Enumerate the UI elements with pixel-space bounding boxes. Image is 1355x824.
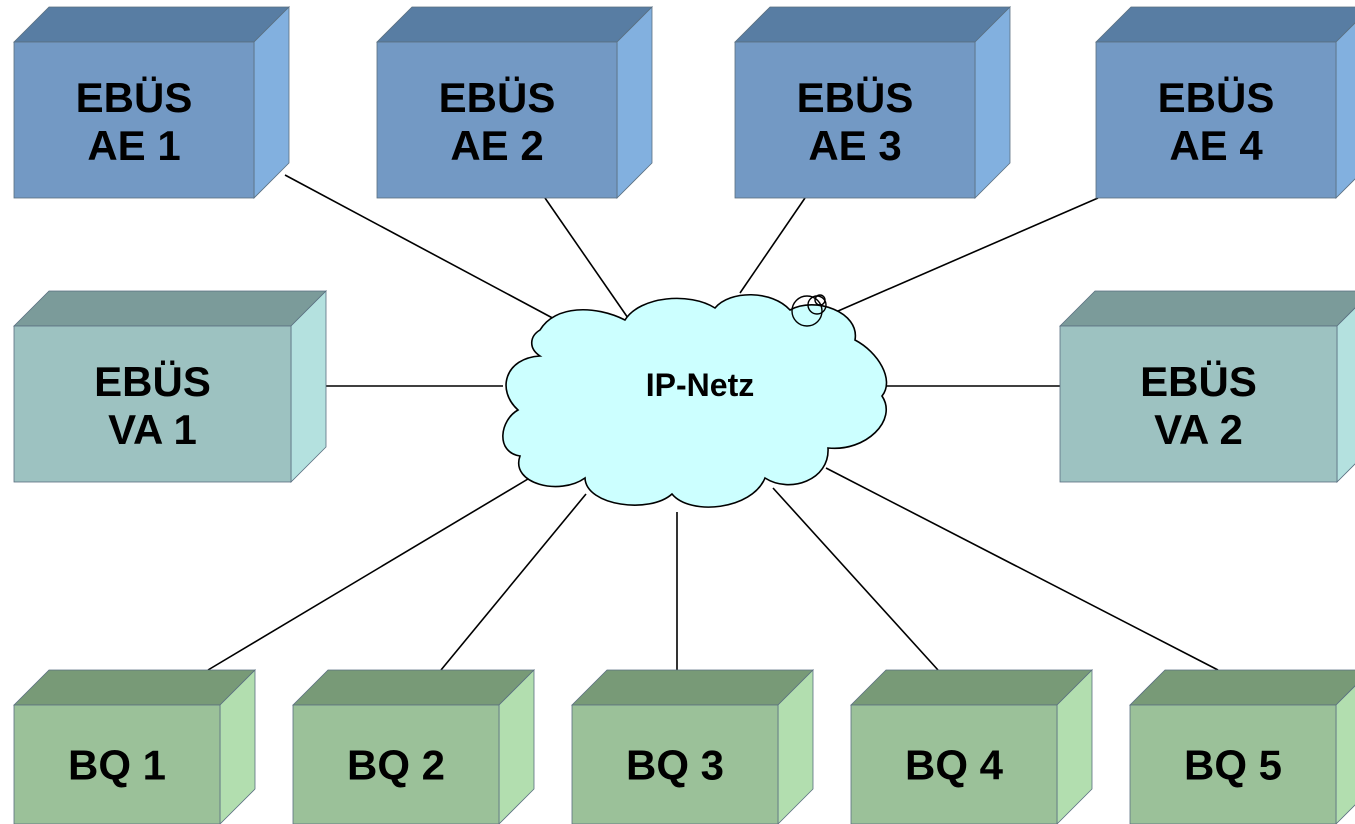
node-label-line1: EBÜS <box>94 358 211 405</box>
node-label: BQ 2 <box>347 742 445 789</box>
link-bq-4 <box>772 487 939 671</box>
bq-5-node: BQ 5 <box>1129 669 1355 824</box>
node-label-line1: EBÜS <box>797 74 914 121</box>
link-bq-2 <box>440 493 587 671</box>
box-front-face <box>292 704 500 824</box>
box-top-face <box>13 669 256 706</box>
box-front-face <box>13 704 221 824</box>
node-label-line1: EBÜS <box>439 74 556 121</box>
box-top-face <box>1129 669 1355 706</box>
link-ae-1 <box>284 174 561 323</box>
node-label-line1: EBÜS <box>1140 358 1257 405</box>
cloud-shape <box>502 293 888 508</box>
bq-4-node: BQ 4 <box>850 669 1093 824</box>
bq-2-node: BQ 2 <box>292 669 535 824</box>
node-label-line2: VA 2 <box>1154 406 1243 453</box>
node-label: BQ 3 <box>626 742 724 789</box>
node-label: BQ 4 <box>905 742 1004 789</box>
box-top-face <box>376 6 653 43</box>
node-label-line2: AE 4 <box>1169 122 1263 169</box>
node-label: BQ 5 <box>1184 742 1282 789</box>
box-front-face <box>13 325 292 483</box>
link-bq-1 <box>207 472 539 671</box>
box-front-face <box>13 41 255 199</box>
box-front-face <box>734 41 976 199</box>
box-top-face <box>1095 6 1355 43</box>
node-label-line1: EBÜS <box>76 74 193 121</box>
box-top-face <box>734 6 1011 43</box>
box-top-face <box>850 669 1093 706</box>
cloud-label: IP-Netz <box>646 367 754 403</box>
box-front-face <box>376 41 618 199</box>
box-front-face <box>1129 704 1337 824</box>
bq-3-node: BQ 3 <box>571 669 814 824</box>
box-top-face <box>571 669 814 706</box>
node-label-line2: AE 1 <box>87 122 180 169</box>
box-front-face <box>1059 325 1338 483</box>
box-front-face <box>850 704 1058 824</box>
link-ae-2 <box>544 197 629 319</box>
box-top-face <box>292 669 535 706</box>
bq-1-node: BQ 1 <box>13 669 256 824</box>
box-front-face <box>1095 41 1337 199</box>
cloud-bubble-large <box>791 295 823 327</box>
node-label-line2: VA 1 <box>108 406 197 453</box>
link-bq-5 <box>825 467 1219 671</box>
node-label-line2: AE 2 <box>450 122 543 169</box>
ip-network-cloud: IP-Netz <box>502 293 888 508</box>
box-top-face <box>1059 290 1355 327</box>
box-top-face <box>13 6 290 43</box>
connection-lines <box>207 174 1219 671</box>
node-label: BQ 1 <box>68 742 166 789</box>
node-label-line1: EBÜS <box>1158 74 1275 121</box>
box-top-face <box>13 290 327 327</box>
node-label-line2: AE 3 <box>808 122 901 169</box>
link-ae-3 <box>739 197 806 294</box>
cloud-bubble-small <box>814 294 826 306</box>
link-ae-4 <box>821 197 1099 319</box>
box-front-face <box>571 704 779 824</box>
